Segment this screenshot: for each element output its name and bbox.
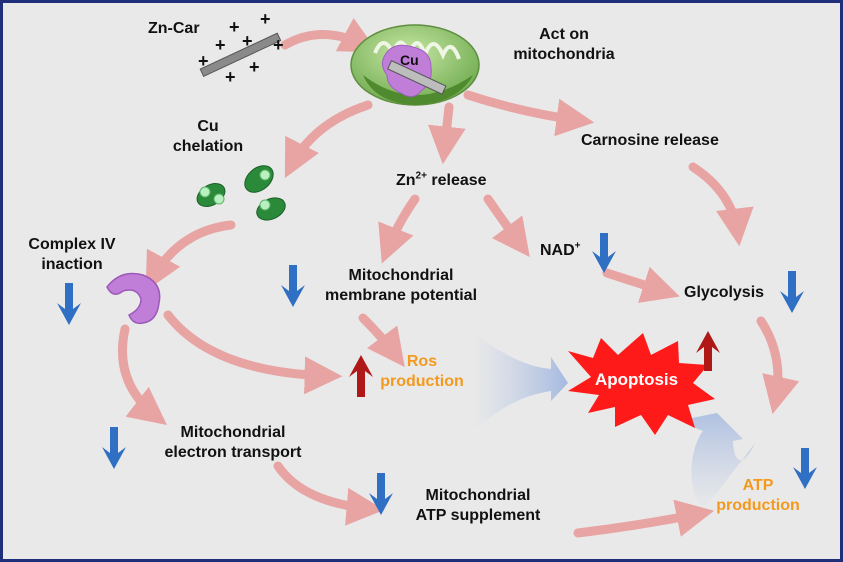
arrow-electron-to-atp-supp [273, 461, 385, 526]
arrow-complexiv-to-electron [118, 324, 167, 425]
down-arrow-complexiv [57, 283, 81, 325]
arrow-carnosine-to-glycolysis [688, 162, 754, 247]
label-complex-iv-inaction: Complex IV inaction [28, 236, 116, 273]
arrow-membrane-to-ros [358, 313, 405, 368]
atp-to-apoptosis-fade-arrow [687, 413, 755, 511]
svg-text:+: + [229, 17, 240, 37]
label-cu: Cu [400, 52, 419, 68]
chelator-icon [196, 165, 286, 221]
zn-car-rod-icon: + + + + + + + + [198, 9, 284, 87]
label-carnosine-release: Carnosine release [581, 132, 719, 149]
arrow-glycolysis-to-apoptosis [756, 316, 800, 415]
arrow-mito-to-zn-release [428, 102, 466, 165]
label-electron-transport: Mitochondrial electron transport [164, 424, 302, 461]
arrow-mito-to-cu-chelation [284, 100, 373, 179]
label-membrane-potential: Mitochondrial membrane potential [324, 267, 478, 304]
svg-text:+: + [260, 9, 271, 29]
complex-iv-icon [106, 272, 161, 325]
down-arrow-nad [592, 233, 616, 273]
label-atp-supplement: Mitochondrial ATP supplement [415, 487, 541, 524]
label-apoptosis: Apoptosis [595, 370, 679, 389]
svg-text:+: + [273, 35, 284, 55]
label-act-on-mitochondria: Act on mitochondria [513, 26, 615, 63]
label-atp-production: ATP production [716, 477, 800, 514]
ros-to-apoptosis-fade-arrow [473, 333, 568, 431]
label-zn-release: Zn2+ release [396, 170, 487, 189]
label-zn-car: Zn-Car [148, 20, 200, 37]
up-arrow-apoptosis [696, 331, 720, 371]
label-glycolysis: Glycolysis [684, 284, 765, 301]
diagram-graphics: + + + + + + + + [57, 9, 817, 538]
arrow-atp-supp-to-atp-prod [573, 499, 715, 538]
arrow-mito-to-carnosine [463, 90, 595, 137]
apoptosis-burst-icon [568, 333, 715, 435]
svg-text:+: + [198, 51, 209, 71]
arrow-chelator-to-complexiv [145, 220, 236, 291]
svg-text:+: + [242, 31, 253, 51]
down-arrow-atp-supp [369, 473, 393, 515]
up-arrows [349, 331, 720, 397]
down-arrow-electron [102, 427, 126, 469]
down-arrow-membrane [281, 265, 305, 307]
label-nad: NAD+ [540, 240, 581, 259]
down-arrow-atp-prod [793, 448, 817, 489]
svg-text:+: + [215, 35, 226, 55]
arrow-zn-to-nad [483, 194, 530, 258]
cu-blob-icon [381, 44, 447, 97]
arrow-complexiv-to-ros [163, 310, 343, 395]
down-arrows [57, 233, 817, 515]
label-cu-chelation: Cu chelation [172, 118, 244, 155]
arrow-zncar-to-mito [280, 17, 379, 53]
svg-text:+: + [249, 57, 260, 77]
down-arrow-glycolysis [780, 271, 804, 313]
label-ros-production: Ros production [380, 353, 464, 390]
up-arrow-ros [349, 355, 373, 397]
arrow-zn-to-membrane [378, 194, 420, 264]
diagram-canvas: + + + + + + + + [3, 3, 840, 559]
svg-text:+: + [225, 67, 236, 87]
arrow-nad-to-glycolysis [602, 266, 680, 303]
